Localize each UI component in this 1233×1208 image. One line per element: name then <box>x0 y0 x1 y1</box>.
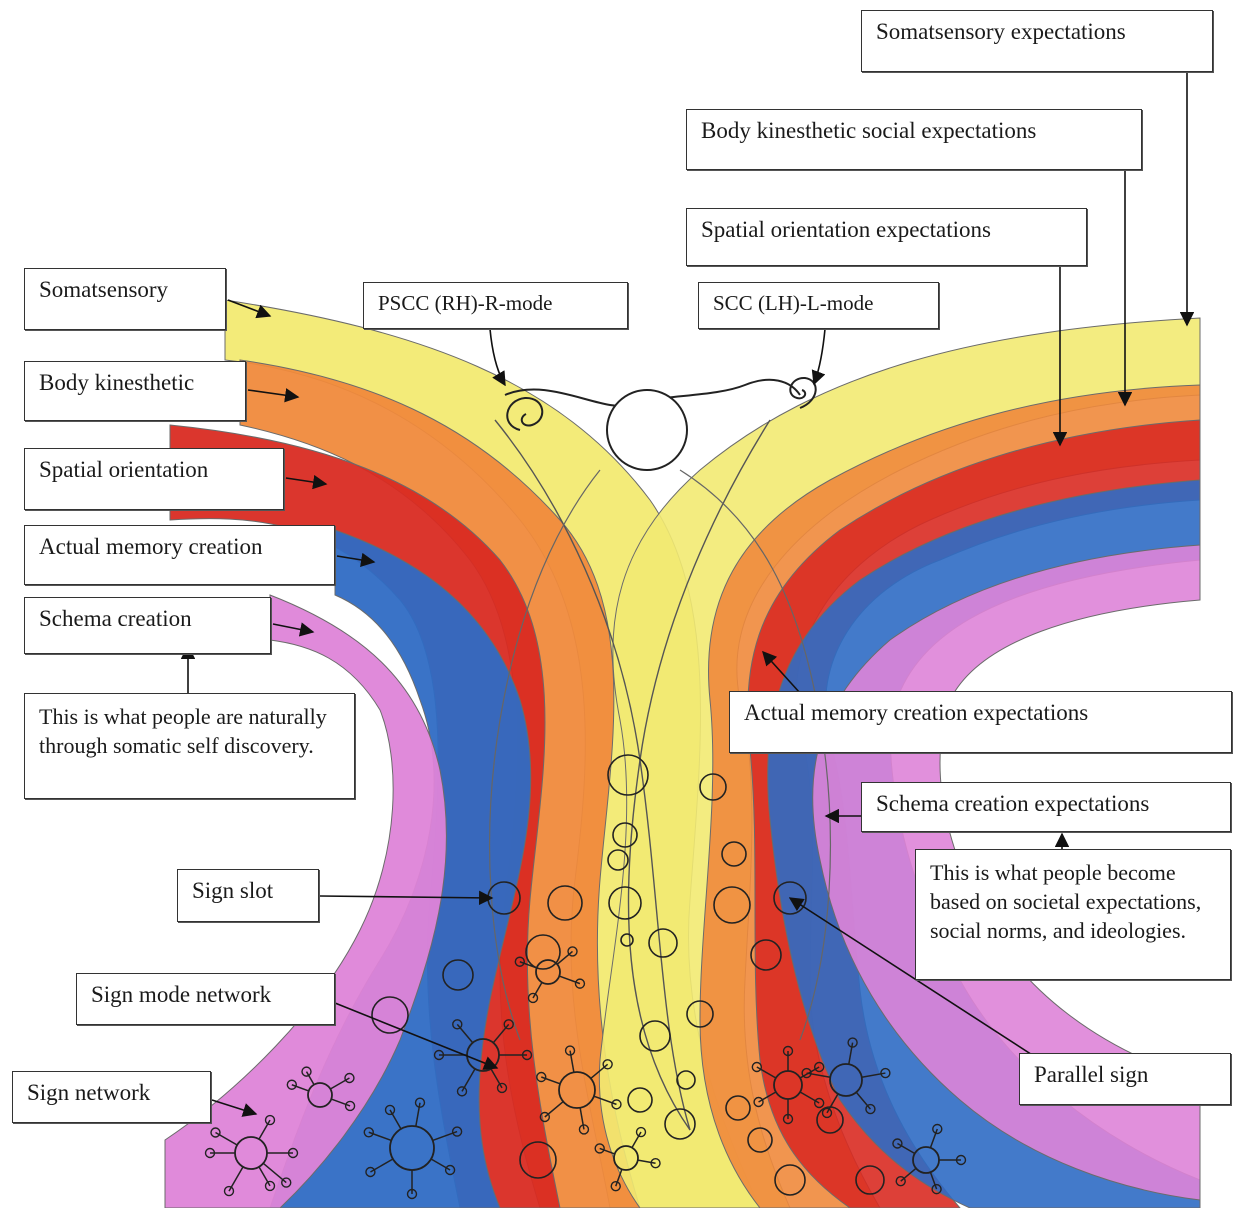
label-body-kinesthetic-social-expectations: Body kinesthetic social expectations <box>686 109 1142 170</box>
label-schema-creation: Schema creation <box>24 597 271 654</box>
arrow-scc <box>814 329 825 384</box>
label-spatial-orientation: Spatial orientation <box>24 448 284 510</box>
label-scc-l-mode: SCC (LH)-L-mode <box>698 282 939 329</box>
label-sign-mode-network: Sign mode network <box>76 973 335 1025</box>
note-societal-expectations: This is what people become based on soci… <box>915 849 1231 980</box>
note-natural-self-discovery: This is what people are naturally throug… <box>24 693 355 799</box>
label-somatsensory: Somatsensory <box>24 268 226 330</box>
label-body-kinesthetic: Body kinesthetic <box>24 361 246 421</box>
label-actual-memory-creation: Actual memory creation <box>24 525 335 585</box>
label-sign-slot: Sign slot <box>177 869 319 922</box>
label-spatial-orientation-expectations: Spatial orientation expectations <box>686 208 1087 266</box>
label-actual-memory-creation-expectations: Actual memory creation expectations <box>729 691 1232 753</box>
label-pscc-r-mode: PSCC (RH)-R-mode <box>363 282 628 329</box>
label-somatsensory-expectations: Somatsensory expectations <box>861 10 1213 72</box>
central-circle <box>607 390 687 470</box>
label-sign-network: Sign network <box>12 1071 211 1123</box>
label-parallel-sign: Parallel sign <box>1019 1053 1231 1105</box>
label-schema-creation-expectations: Schema creation expectations <box>861 782 1231 832</box>
